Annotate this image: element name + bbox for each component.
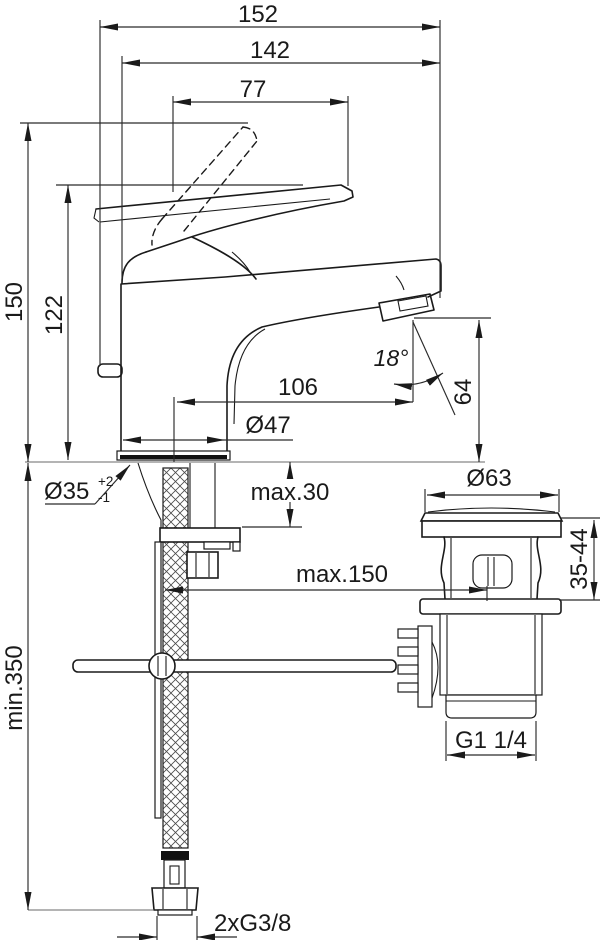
dimension-63: Ø63	[424, 465, 560, 512]
waste-lower-body	[439, 613, 543, 696]
dim-18deg-label: 18°	[374, 345, 409, 371]
spout-tip-detail	[395, 275, 405, 291]
supply-nut-lip	[157, 909, 193, 916]
dim-max150-label: max.150	[296, 561, 388, 588]
dim-35-label: Ø35	[44, 478, 89, 505]
waste-flange-top	[419, 512, 564, 522]
dim-63-label: Ø63	[466, 465, 511, 492]
dimension-35-44: 35-44	[559, 517, 600, 601]
dimension-max150: max.150	[165, 561, 488, 601]
dim-35-tol-upper: +2	[98, 474, 113, 489]
dome-left	[121, 251, 147, 284]
dim-122-label: 122	[41, 295, 68, 335]
dimension-142: 142	[121, 37, 440, 283]
dimension-g1-14: G1 1/4	[445, 721, 537, 761]
dim-152-label: 152	[238, 1, 278, 28]
dimension-152: 152	[99, 1, 441, 366]
dim-64-label: 64	[450, 379, 477, 406]
dimension-47: Ø47	[123, 412, 293, 444]
dim-min350-label: min.350	[1, 645, 28, 730]
dim-77-label: 77	[240, 76, 267, 103]
dim-142-label: 142	[250, 37, 290, 64]
dim-g1-14-label: G1 1/4	[455, 727, 527, 754]
dim-max30-label: max.30	[251, 479, 330, 506]
dimension-150: 150	[1, 122, 248, 462]
waste-thread	[445, 694, 537, 719]
waste-slot	[472, 554, 513, 589]
mounting-nut	[186, 551, 219, 579]
shank-left-profile	[137, 462, 162, 528]
dim-106-label: 106	[278, 374, 318, 401]
waste-body-right	[536, 536, 542, 600]
dim-35-tol-lower: -1	[98, 490, 110, 505]
waste-flange-band	[421, 520, 562, 538]
dome-detail	[231, 251, 251, 273]
dimension-64: 64	[414, 317, 491, 462]
waste-top-dome	[427, 507, 556, 513]
rod-adjuster-rack	[397, 625, 439, 708]
dimension-max30: max.30	[242, 462, 333, 528]
flange-hook	[232, 541, 241, 552]
dim-2xg38-label: 2xG3/8	[214, 910, 291, 937]
handle-raised-dashed	[151, 126, 258, 246]
hose-collar	[161, 851, 189, 860]
body-side-tab	[97, 363, 123, 378]
dim-47-label: Ø47	[245, 412, 290, 439]
dim-150-label: 150	[1, 282, 28, 322]
stream-direction-line	[412, 321, 456, 416]
hose-connector-detail	[169, 865, 180, 885]
reference-lines	[25, 397, 485, 911]
dimension-106: 106	[177, 374, 413, 406]
dimension-122: 122	[41, 184, 303, 460]
aerator	[378, 293, 435, 322]
spout-underside-detail	[233, 328, 266, 425]
dome-right	[191, 236, 257, 280]
waste-body-left	[440, 536, 446, 600]
pop-up-rod	[154, 541, 162, 819]
supply-nut	[151, 887, 199, 911]
dimension-35-hole: Ø35 +2 -1	[44, 464, 131, 505]
mounting-flange	[159, 527, 241, 543]
dim-35-44-label: 35-44	[566, 528, 593, 589]
handle-lever	[93, 184, 354, 284]
lever-rod	[72, 659, 397, 673]
waste-lower-flange	[419, 598, 562, 615]
flange-gasket	[203, 541, 231, 550]
dimension-77: 77	[172, 76, 349, 192]
dimension-2xg38: 2xG3/8	[117, 910, 291, 940]
dimension-min350: min.350	[1, 463, 32, 910]
clamp-screw	[148, 652, 176, 680]
mounting-set	[159, 527, 241, 579]
pop-up-waste-valve	[419, 507, 564, 719]
pop-up-linkage	[72, 541, 439, 819]
dimension-18-degrees: 18°	[374, 320, 456, 416]
